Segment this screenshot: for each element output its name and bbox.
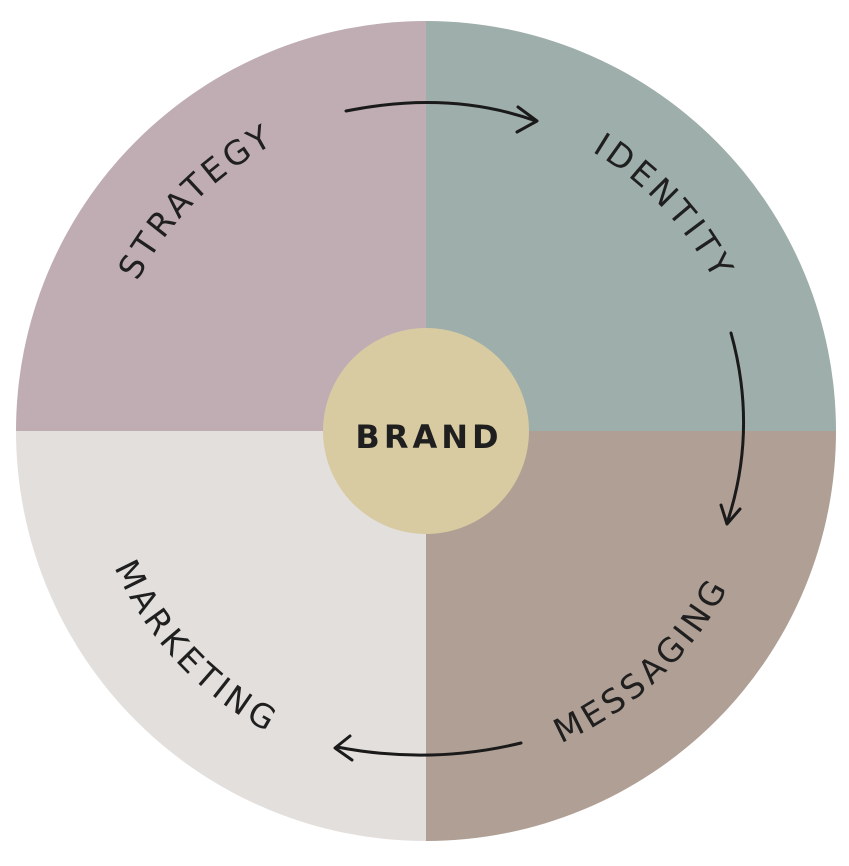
arrow-strategy-to-identity (344, 101, 539, 134)
center-label: BRAND (355, 418, 502, 456)
arrow-messaging-to-marketing (333, 734, 523, 762)
center-circle (323, 328, 529, 534)
arrow-identity-to-messaging (719, 331, 745, 526)
